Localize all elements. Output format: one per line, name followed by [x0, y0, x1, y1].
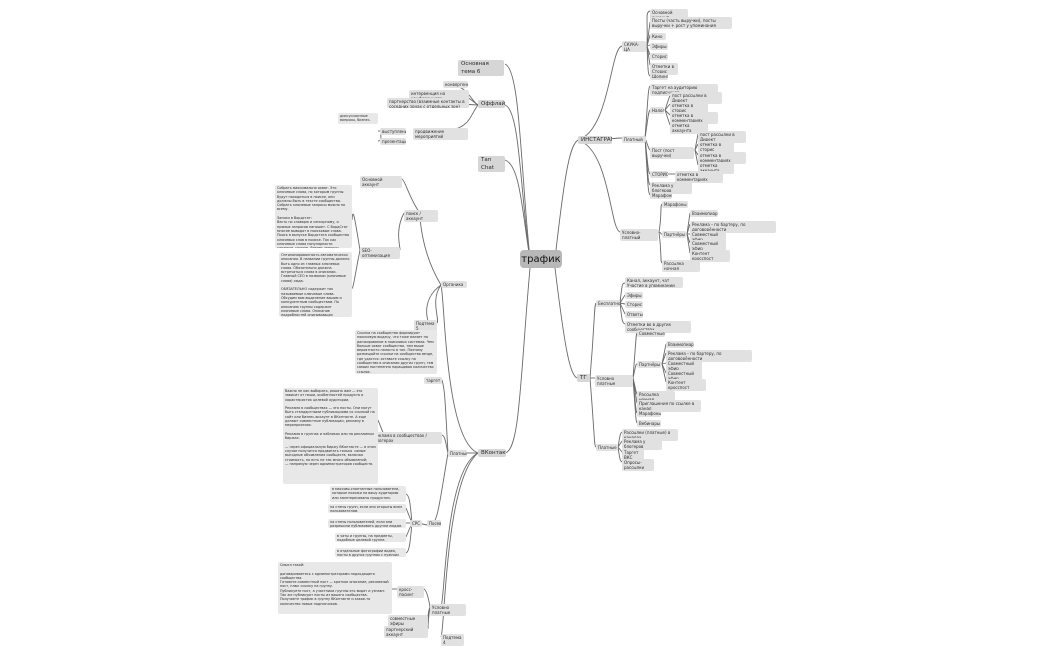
tg-group-conditional[interactable]: Условно платные	[595, 375, 633, 387]
topic-instagram[interactable]: ИНСТАГРАМ	[578, 136, 612, 144]
insta-free-item-3[interactable]: Эфиры	[650, 43, 668, 50]
tg-paid-item-3[interactable]: Опросы-рассылки	[622, 459, 654, 471]
offline-item-3[interactable]: продвижение мероприятий	[413, 128, 468, 140]
tg-cond-item-invite[interactable]: Приглашения по ссылке в канал	[637, 400, 701, 412]
vk-cpc-item-3[interactable]: в чаты и группы, на предметы, подобные ц…	[335, 533, 406, 542]
insta-partner-item-4[interactable]: Контент кросспост	[690, 250, 730, 262]
offline-item-4[interactable]: выступления	[380, 128, 406, 135]
root-topic[interactable]: трафик	[520, 250, 562, 268]
tg-free-item-2[interactable]: Сторис	[625, 301, 643, 308]
vk-paid-posev[interactable]: Посев	[427, 520, 441, 527]
vk-paid-cpc[interactable]: СРС	[410, 520, 422, 527]
vk-cond-item-1[interactable]: партнерский аккаунт	[384, 626, 428, 638]
insta-free-item-5[interactable]: Отметки в Сторис	[650, 63, 678, 75]
vk-group-paid[interactable]: Платные	[448, 450, 467, 457]
vk-cond-item-0[interactable]: совместные эфиры	[388, 615, 428, 627]
insta-group-conditional[interactable]: Условно-платный	[620, 229, 658, 241]
vk-links-note[interactable]: Ссылки на сообщество формируют поисковую…	[355, 330, 437, 374]
vk-subtopic-4[interactable]: Подтема 4	[441, 634, 464, 646]
vk-seo[interactable]: SEO-оптимизация	[360, 247, 400, 259]
vk-main-account[interactable]: Основной аккаунт	[360, 176, 402, 188]
topic-vkontakte[interactable]: ВКонтакте	[478, 449, 506, 457]
insta-sub2-item-0[interactable]: пост рассылки в Директ	[698, 131, 746, 143]
tg-partner-item-0[interactable]: Взаимопиар	[666, 341, 694, 348]
tg-free-item-1[interactable]: Эфиры	[625, 292, 643, 299]
tg-group-free[interactable]: Бесплатно	[596, 300, 620, 307]
offline-item-5[interactable]: презентация	[380, 138, 406, 145]
tg-group-paid[interactable]: Платные	[596, 444, 618, 451]
insta-paid-sub1[interactable]: Налог	[650, 107, 664, 114]
insta-paid-marathons[interactable]: Марафоны	[650, 192, 672, 199]
insta-paid-storis[interactable]: СТОРИС	[650, 171, 668, 178]
insta-partner-item-1[interactable]: Реклама – по бартеру, по договорённости	[690, 221, 776, 233]
vk-group-conditional[interactable]: Условно платные	[430, 604, 466, 616]
insta-cond-mailing[interactable]: Рассылка ночная	[662, 260, 700, 272]
insta-partner-item-3[interactable]: Совместный эфир	[690, 240, 726, 252]
vk-seo-note-2[interactable]: Оптимизированность автоматически описани…	[279, 252, 352, 317]
vk-paid-target[interactable]: таргет	[424, 377, 442, 384]
insta-cond-partners[interactable]: Партнёры	[662, 231, 686, 238]
insta-storis-child[interactable]: отметка в комментариях	[675, 171, 723, 183]
insta-sub1-item-2[interactable]: отметка в комментариях	[670, 112, 718, 124]
tg-cond-item-webinars[interactable]: Вебинары	[637, 420, 661, 427]
tg-cond-item-marathons[interactable]: Марафоны	[637, 410, 661, 417]
tg-partner-item-4[interactable]: Контент кросспост	[666, 379, 706, 391]
insta-free-item-6[interactable]: Шопинг	[650, 73, 668, 80]
insta-sub2-item-2[interactable]: отметка в комментариях	[698, 152, 746, 164]
vk-paid-ads[interactable]: реклама в сообществах / блогерах	[372, 432, 442, 444]
vk-seo-note-1[interactable]: Собрать максимально охват. Это ключевые …	[275, 185, 352, 248]
vk-cpc-item-4[interactable]: в отдельные фотографии видео, посты в др…	[335, 548, 406, 557]
offline-note[interactable]: дискуссионные вопросы, бизнес-завтраки, …	[338, 113, 378, 124]
insta-paid-bloggers[interactable]: Реклама у блогеров	[650, 182, 692, 194]
tg-partner-item-2[interactable]: Совместный эфир	[666, 360, 702, 372]
insta-sub1-item-0[interactable]: пост рассылки в Директ	[670, 92, 722, 104]
vk-cross-note[interactable]: Смысл такой: договариваетесь с администр…	[278, 562, 392, 614]
tg-partner-item-1[interactable]: Реклама – по бартеру, по договорённости	[666, 350, 752, 362]
tg-paid-item-2[interactable]: Таргет ВКС	[622, 449, 644, 461]
insta-free-item-1[interactable]: Посты (часть выручки), посты выручки + р…	[650, 17, 732, 29]
insta-free-item-2[interactable]: Кино	[650, 33, 666, 40]
tg-free-item-3[interactable]: Ответы	[625, 311, 643, 318]
insta-group-free[interactable]: СКУКА-ЦА бизнеса	[622, 41, 646, 52]
offline-item-0[interactable]: конвергенция	[443, 81, 468, 88]
topic-telegram[interactable]: ТГ	[577, 374, 590, 382]
insta-partner-item-0[interactable]: Взаимопиар	[690, 210, 718, 217]
topic-offline[interactable]: Оффлайн	[478, 100, 505, 108]
tg-cond-joint[interactable]: Совместные	[637, 330, 665, 337]
vk-cross-posting[interactable]: кросс-посинг	[397, 586, 424, 598]
tg-free-item-0[interactable]: Канал, аккаунт, чат Участие в упоминании…	[625, 277, 683, 288]
insta-free-item-4[interactable]: Сторис	[650, 53, 668, 60]
tg-cond-partners[interactable]: Партнёры	[637, 361, 661, 368]
insta-group-paid[interactable]: Платный	[622, 136, 646, 143]
vk-search-account[interactable]: поиск / аккаунт	[404, 210, 438, 222]
vk-group-organic[interactable]: Органика	[441, 281, 467, 288]
vk-cpc-item-0[interactable]: в массово-спонтанные пользователи, котор…	[330, 486, 406, 502]
vk-cpc-item-2[interactable]: на стены пользователей, если они разреши…	[328, 519, 406, 528]
tg-paid-item-1[interactable]: Реклама у блогеров	[622, 438, 662, 450]
vk-ads-note[interactable]: Важно не как выбирать, решать вам — это …	[283, 388, 378, 484]
topic-main-6[interactable]: Основная тема 6	[458, 60, 504, 76]
topic-tap-chat[interactable]: Тап Chat	[478, 156, 505, 172]
vk-cpc-item-1[interactable]: на стены групп, если они открыты всем по…	[328, 504, 406, 513]
insta-cond-marathons[interactable]: Марафоны	[662, 201, 688, 208]
insta-sub1-item-1[interactable]: отметка в сторис	[670, 102, 708, 114]
insta-paid-sub2[interactable]: Пост (пост выручки)	[650, 147, 694, 159]
insta-sub2-item-1[interactable]: отметка в сторис	[698, 141, 734, 153]
vk-subtopic-5[interactable]: Подтема 5	[414, 320, 437, 332]
offline-item-2[interactable]: партнерство (взаимные контакты в соседни…	[387, 98, 469, 108]
